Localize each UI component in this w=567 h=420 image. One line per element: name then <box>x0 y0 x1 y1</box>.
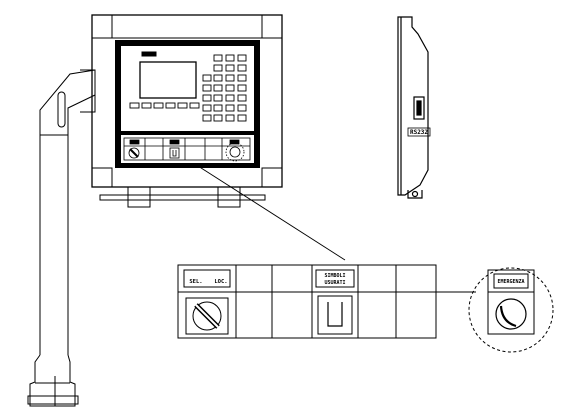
keypad-key <box>225 64 235 72</box>
keypad-key <box>237 64 247 72</box>
keypad-key <box>213 64 223 72</box>
selector-switch-small <box>128 147 140 159</box>
keypad-key <box>213 84 223 92</box>
keypad-key <box>225 114 235 122</box>
switch-detail <box>177 264 437 339</box>
selector-label-left: SEL. <box>189 279 202 285</box>
numeric-keypad <box>202 54 247 122</box>
softkey <box>129 102 140 109</box>
detail-leader-line <box>197 165 346 261</box>
softkey <box>189 102 200 109</box>
keypad-key <box>225 54 235 62</box>
emergency-stop-detail <box>468 267 554 353</box>
support-arm <box>27 69 96 407</box>
keypad-key <box>237 74 247 82</box>
emergency-dashed-ring <box>468 267 554 353</box>
keypad-key <box>202 94 212 102</box>
keypad-key <box>237 54 247 62</box>
softkey <box>153 102 164 109</box>
port-label: RS232 <box>410 129 428 136</box>
switch-strip-small <box>123 137 251 162</box>
keypad-key <box>225 104 235 112</box>
keypad-key <box>237 114 247 122</box>
symbols-label-line2: USURATI <box>324 280 345 286</box>
keypad-key <box>225 94 235 102</box>
symbols-label-line1: SIMBOLI <box>324 273 345 279</box>
selector-label-right: LOC. <box>214 279 227 285</box>
status-led-bar <box>141 51 157 57</box>
keypad-key <box>213 54 223 62</box>
control-cabinet <box>91 14 283 208</box>
emergency-stop-button <box>495 298 527 330</box>
label-box-symbols <box>315 269 355 288</box>
symbol-button-housing <box>317 295 353 335</box>
emergency-label-box <box>493 273 529 289</box>
port-slot <box>413 96 425 120</box>
softkey-row <box>129 102 200 109</box>
label-box-selector <box>183 269 231 288</box>
keypad-key <box>213 104 223 112</box>
arm-slot <box>57 91 66 128</box>
softkey <box>141 102 152 109</box>
keypad-key <box>213 74 223 82</box>
softkey <box>177 102 188 109</box>
selector-switch-housing <box>185 297 229 335</box>
keypad-key <box>237 104 247 112</box>
port-label-box <box>407 127 431 137</box>
keypad-key <box>237 84 247 92</box>
side-view <box>397 16 431 199</box>
keypad-key <box>213 114 223 122</box>
keypad-key <box>202 104 212 112</box>
keypad-key <box>213 94 223 102</box>
mount-rail <box>99 194 266 201</box>
softkey <box>165 102 176 109</box>
emergency-label: EMERGENZA <box>497 279 524 285</box>
u-shape-icon <box>327 302 343 327</box>
keypad-key <box>237 94 247 102</box>
keypad-key <box>202 74 212 82</box>
keypad-key <box>225 74 235 82</box>
keypad-key <box>202 84 212 92</box>
selector-switch <box>192 301 222 331</box>
keypad-key <box>202 114 212 122</box>
keypad-key <box>225 84 235 92</box>
display-screen <box>139 51 197 99</box>
